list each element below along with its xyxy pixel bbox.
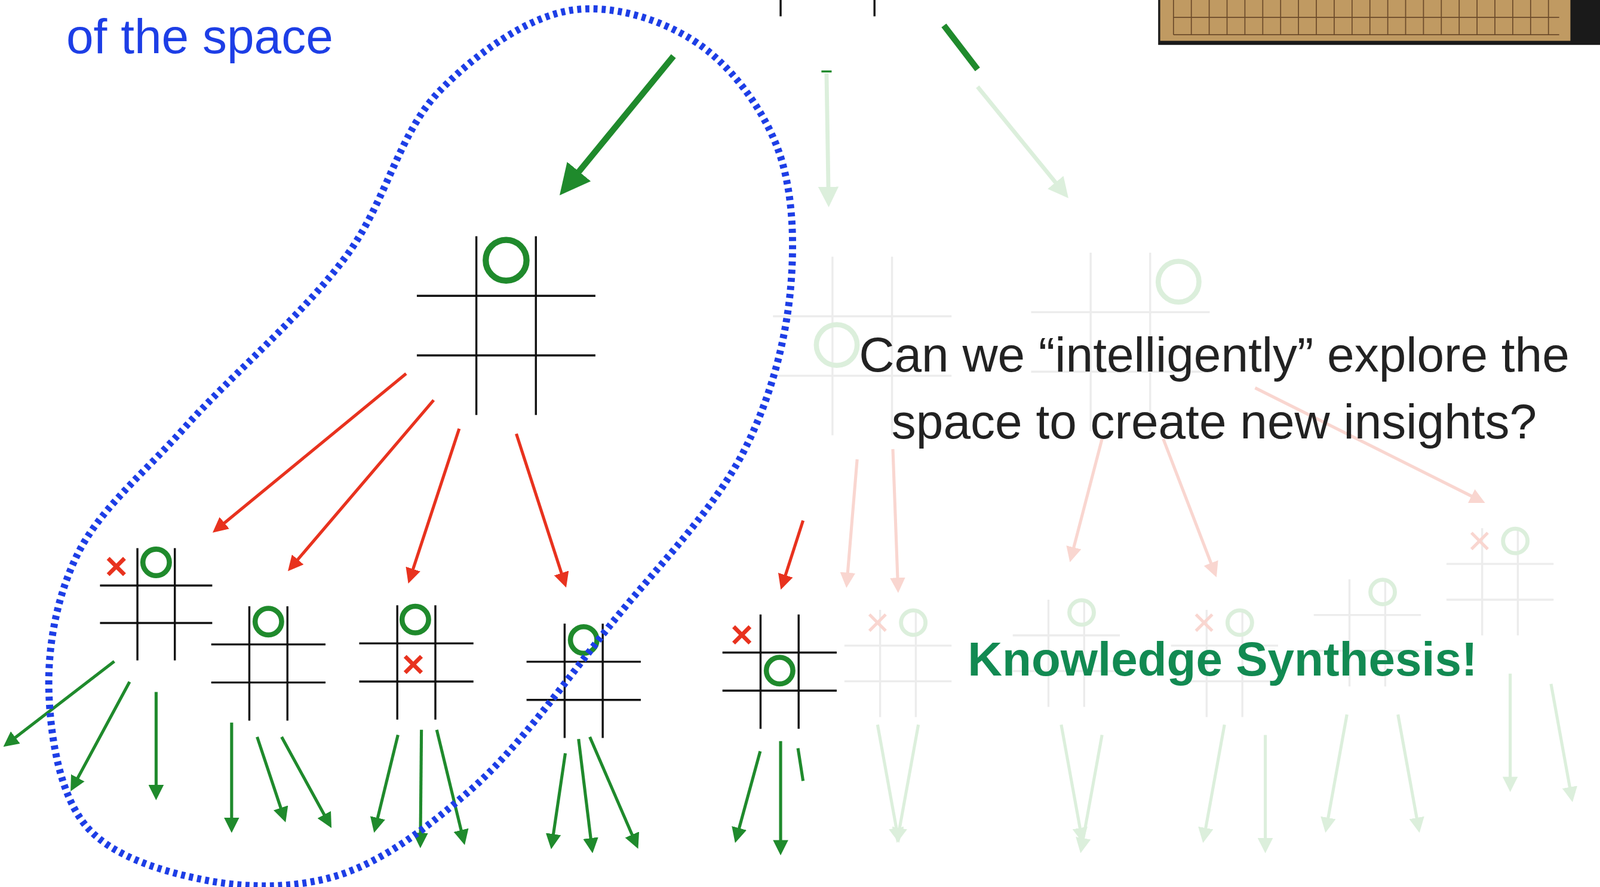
tree-arrow (846, 459, 858, 582)
o-mark (1227, 610, 1252, 635)
tree-arrow (567, 56, 674, 186)
tic-tac-toe-board (526, 623, 641, 738)
tic-tac-toe-board (844, 609, 952, 717)
o-mark (255, 607, 282, 635)
tree-arrow (590, 736, 637, 844)
tree-arrow (281, 736, 330, 823)
x-mark (1471, 532, 1488, 549)
tree-arrow (551, 753, 565, 843)
x-mark (869, 614, 886, 631)
tree-arrow (1061, 724, 1082, 837)
faded-tree (772, 73, 1572, 847)
o-mark (901, 610, 926, 635)
x-mark (108, 558, 125, 575)
tree-arrow (257, 736, 284, 817)
o-mark (1158, 260, 1199, 302)
x-mark (404, 656, 422, 673)
x-mark (1195, 614, 1212, 631)
tree-arrow (229, 722, 233, 827)
o-mark (485, 240, 527, 281)
tree-arrow (778, 741, 782, 850)
o-mark (401, 606, 429, 633)
o-mark (1503, 528, 1528, 554)
tree-arrow (420, 729, 422, 843)
tic-tac-toe-board (416, 236, 596, 416)
tree-arrow (977, 86, 1064, 192)
tree-arrow (1326, 714, 1347, 827)
o-mark (1069, 600, 1095, 625)
tree-arrow (1263, 734, 1267, 847)
tree-arrow (1204, 724, 1225, 837)
o-mark (1370, 579, 1396, 605)
tree-arrow (436, 729, 463, 840)
o-mark (766, 657, 793, 684)
tree-arrow (1508, 673, 1512, 786)
tree-arrow (1081, 734, 1102, 847)
tree-arrow (898, 724, 919, 837)
tree-arrow (292, 400, 434, 567)
tree-arrow (1551, 683, 1572, 797)
tree-arrow (782, 520, 803, 585)
tree-arrow (826, 73, 829, 199)
tree-arrow (892, 449, 899, 588)
tree-arrow (877, 724, 898, 837)
tic-tac-toe-board (1446, 527, 1554, 635)
tic-tac-toe-board (722, 614, 837, 729)
o-mark (570, 626, 597, 653)
tree-arrow (410, 428, 460, 578)
region-note: of the space (66, 8, 401, 65)
headline: Knowledge Synthesis! (894, 628, 1552, 691)
tic-tac-toe-board (358, 605, 474, 720)
tree-arrow (736, 751, 761, 838)
tree-arrow (217, 373, 407, 529)
tree-arrow (1163, 438, 1215, 572)
tree-arrow (516, 433, 565, 582)
tree-arrow (8, 661, 115, 743)
tree-arrow (375, 734, 399, 827)
dotted-region (48, 8, 793, 886)
tree-arrow (73, 682, 130, 786)
o-mark (816, 324, 858, 365)
go-board-photo (1158, 0, 1600, 45)
tree-arrow (1071, 438, 1102, 557)
tree-arrow (154, 692, 158, 795)
tree-arrow (578, 738, 592, 847)
question-text: Can we “intelligently” explore the space… (846, 321, 1582, 455)
tree-arrow (1398, 714, 1419, 827)
x-mark (733, 626, 750, 643)
tic-tac-toe-board (99, 548, 213, 661)
o-mark (142, 548, 170, 576)
tic-tac-toe-board (211, 606, 326, 721)
